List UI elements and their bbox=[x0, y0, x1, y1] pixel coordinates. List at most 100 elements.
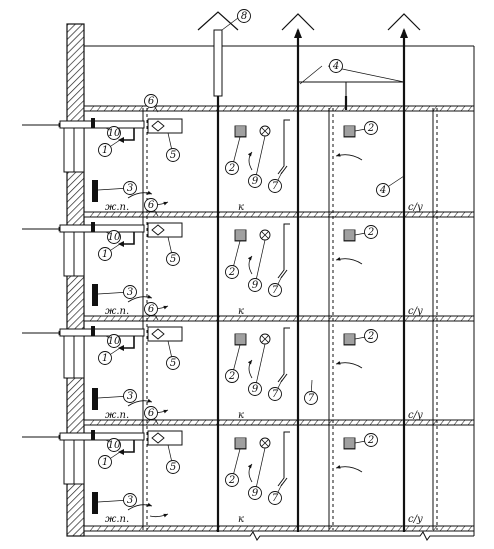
slab-hatch bbox=[110, 315, 116, 322]
slab-hatch bbox=[96, 525, 102, 532]
slab-hatch bbox=[250, 525, 256, 532]
slab-hatch bbox=[159, 315, 165, 322]
callout: 3 bbox=[123, 285, 137, 299]
slab-hatch bbox=[299, 525, 305, 532]
slab-hatch bbox=[369, 419, 375, 426]
slab-hatch bbox=[187, 315, 193, 322]
callout-number: 6 bbox=[148, 408, 155, 419]
callout-number: 3 bbox=[127, 287, 133, 298]
slab-hatch bbox=[152, 525, 158, 532]
slab-hatch bbox=[89, 419, 95, 426]
callout-circle bbox=[144, 406, 158, 420]
slab-hatch bbox=[397, 105, 403, 112]
slab-hatch bbox=[229, 105, 235, 112]
room-label-bathroom: с/у bbox=[408, 410, 423, 421]
slab-hatch bbox=[285, 315, 291, 322]
slab-hatch bbox=[278, 315, 284, 322]
slab-hatch bbox=[320, 211, 326, 218]
slab-hatch bbox=[278, 419, 284, 426]
callout-number: 1 bbox=[102, 353, 108, 364]
callout-circle bbox=[268, 283, 282, 297]
airflow-arrow-icon bbox=[335, 256, 363, 265]
callout-number: 2 bbox=[367, 123, 374, 134]
slab-hatch bbox=[348, 419, 354, 426]
slab-hatch bbox=[278, 525, 284, 532]
callout-number: 9 bbox=[252, 488, 259, 499]
exhaust-grille-icon bbox=[234, 437, 247, 450]
grille-frame bbox=[343, 125, 356, 138]
slab-hatch bbox=[187, 105, 193, 112]
slab-hatch bbox=[467, 419, 473, 426]
callout: 6 bbox=[144, 198, 158, 212]
slab-hatch bbox=[418, 211, 424, 218]
slab-hatch bbox=[194, 419, 200, 426]
slab-hatch bbox=[341, 525, 347, 532]
slab-hatch bbox=[243, 525, 249, 532]
slab-hatch bbox=[432, 211, 438, 218]
callout-circle bbox=[166, 356, 180, 370]
slab-hatch bbox=[292, 525, 298, 532]
callout: 7 bbox=[268, 283, 282, 297]
slab-hatch bbox=[439, 211, 445, 218]
fan-icon bbox=[151, 432, 165, 444]
callout: 5 bbox=[166, 460, 180, 474]
slab-hatch bbox=[299, 315, 305, 322]
room-label-kitchen: к bbox=[238, 410, 244, 421]
fan-icon bbox=[151, 328, 165, 340]
slab-hatch bbox=[89, 211, 95, 218]
grille-frame bbox=[234, 229, 247, 242]
slab-hatch bbox=[355, 419, 361, 426]
callout-number: 2 bbox=[367, 435, 374, 446]
slab-hatch bbox=[355, 315, 361, 322]
slab-hatch bbox=[439, 525, 445, 532]
slab-hatch bbox=[250, 105, 256, 112]
airflow-arrow-icon bbox=[127, 294, 153, 303]
slab-hatch bbox=[334, 525, 340, 532]
slab-hatch bbox=[96, 419, 102, 426]
slab-hatch bbox=[306, 525, 312, 532]
slab-hatch bbox=[271, 419, 277, 426]
grille-frame bbox=[343, 229, 356, 242]
fan-icon bbox=[151, 224, 165, 236]
callout-number: 2 bbox=[367, 331, 374, 342]
detector-cross bbox=[261, 231, 269, 239]
slab-hatch bbox=[250, 211, 256, 218]
slab-hatch bbox=[187, 525, 193, 532]
slab-hatch bbox=[376, 315, 382, 322]
slab-hatch bbox=[425, 419, 431, 426]
callout: 3 bbox=[123, 181, 137, 195]
slab-hatch bbox=[201, 419, 207, 426]
slab-hatch bbox=[390, 211, 396, 218]
slab-hatch bbox=[397, 419, 403, 426]
exhaust-grille-icon bbox=[343, 229, 356, 242]
slab-hatch bbox=[292, 315, 298, 322]
callout-number: 3 bbox=[127, 183, 133, 194]
room-label-living: ж.п. bbox=[105, 410, 129, 421]
callout-circle bbox=[144, 94, 158, 108]
slab-hatch bbox=[467, 315, 473, 322]
slab-hatch bbox=[467, 105, 473, 112]
supply-outlet-arrow-icon bbox=[118, 449, 124, 455]
slab-hatch bbox=[439, 315, 445, 322]
airflow-arrow-icon bbox=[247, 255, 253, 275]
slab-hatch bbox=[138, 525, 144, 532]
radiator bbox=[92, 388, 98, 410]
callout-circle bbox=[237, 9, 251, 23]
slab-hatch bbox=[383, 105, 389, 112]
slab-hatch bbox=[271, 315, 277, 322]
exhaust-grille-icon bbox=[234, 229, 247, 242]
detector-cross bbox=[261, 439, 269, 447]
slab-hatch bbox=[278, 211, 284, 218]
radiator bbox=[92, 492, 98, 514]
slab-hatch bbox=[285, 105, 291, 112]
slab-hatch bbox=[152, 105, 158, 112]
slab-hatch bbox=[306, 105, 312, 112]
slab-hatch bbox=[243, 211, 249, 218]
slab-hatch bbox=[383, 315, 389, 322]
slab-hatch bbox=[124, 211, 130, 218]
slab-hatch bbox=[432, 419, 438, 426]
slab-hatch bbox=[334, 211, 340, 218]
slab-hatch bbox=[432, 525, 438, 532]
